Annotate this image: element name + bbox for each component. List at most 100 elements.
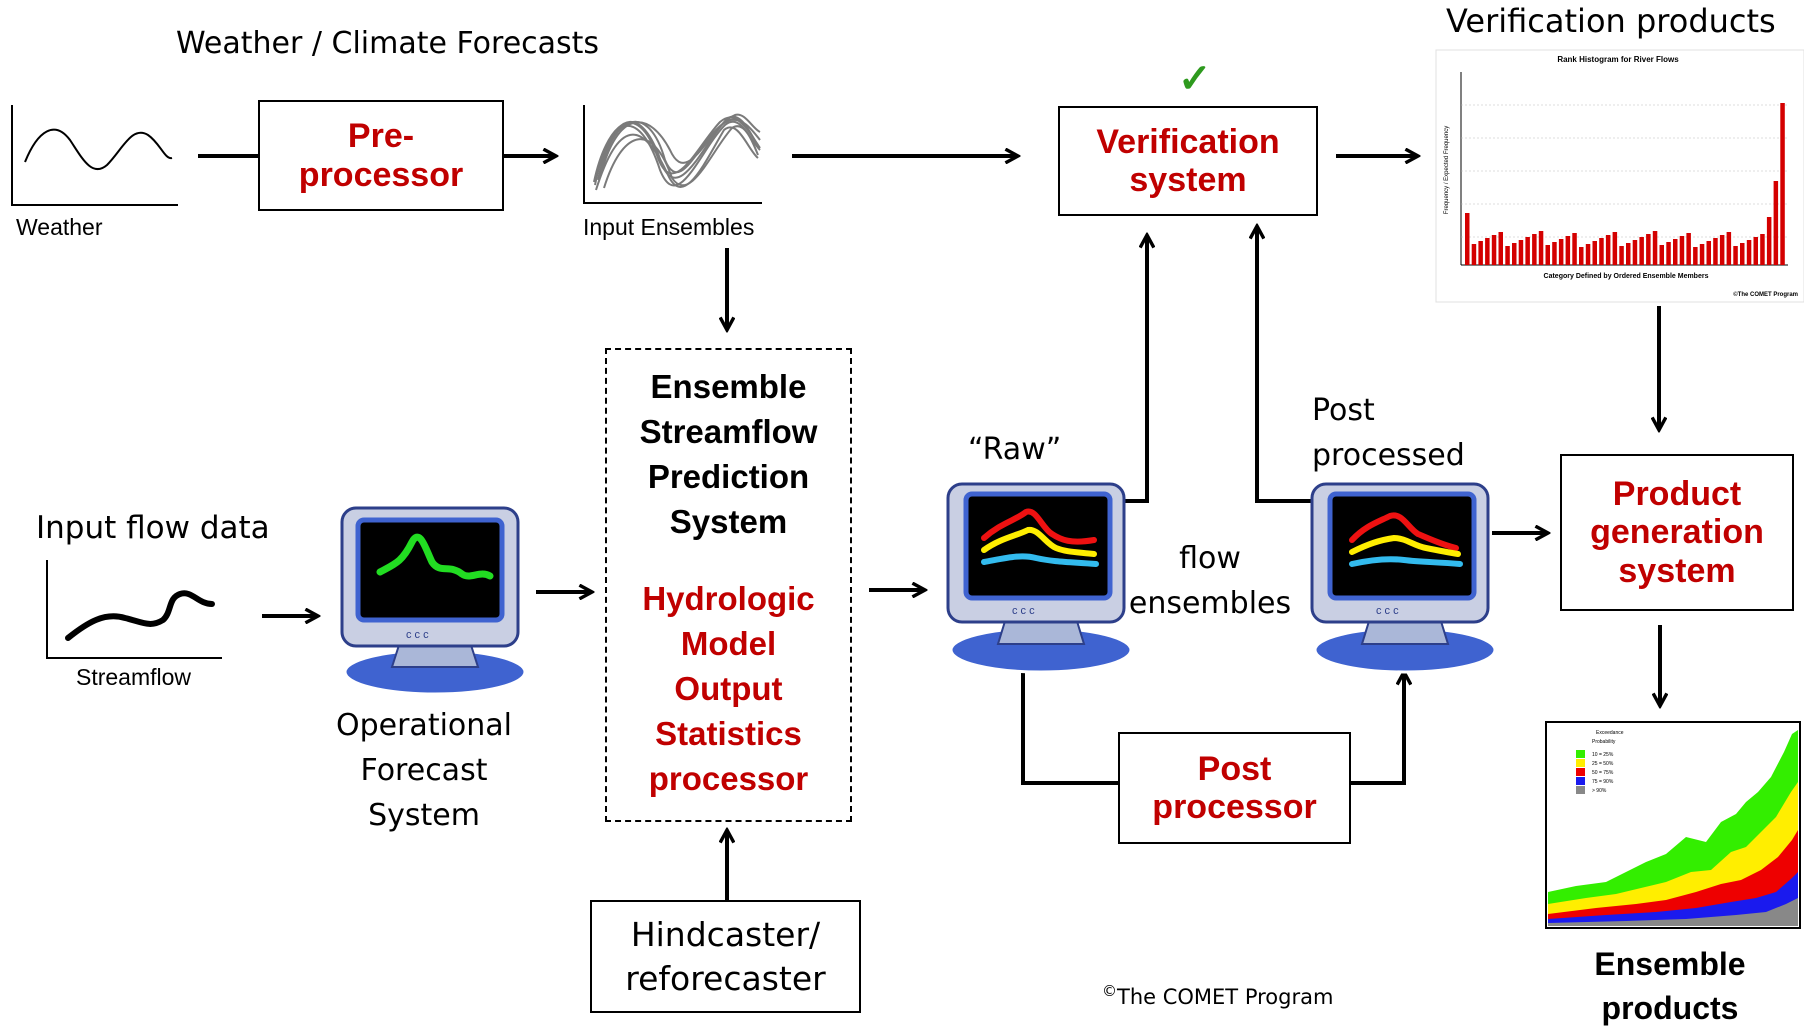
copyright-symbol: © <box>1102 982 1117 1000</box>
raw-monitor-icon: c c c <box>946 482 1133 674</box>
rank-histogram-thumbnail: Rank Histogram for River Flows Frequency… <box>1435 49 1804 303</box>
histogram-bar <box>1485 238 1490 265</box>
histogram-bar <box>1545 245 1550 265</box>
histogram-xlabel: Category Defined by Ordered Ensemble Mem… <box>1544 273 1709 280</box>
histogram-bar <box>1478 241 1483 265</box>
legend-swatch <box>1576 759 1585 767</box>
histogram-bar <box>1693 247 1698 265</box>
histogram-bar <box>1760 234 1765 265</box>
ensemble-legend: 10 = 25% 25 = 50% 50 = 75% 75 = 90% > 90% <box>1576 750 1614 794</box>
svg-text:c c c: c c c <box>406 629 429 641</box>
legend-label: 75 = 90% <box>1592 779 1614 785</box>
svg-text:c c c: c c c <box>1376 605 1399 617</box>
histogram-bar <box>1740 243 1745 265</box>
postprocessor-box: Post processor <box>1118 732 1351 844</box>
post-processed-label: Post processed <box>1312 393 1465 473</box>
histogram-bar <box>1565 236 1571 265</box>
flow-ensembles-label: flow ensembles <box>1128 541 1292 621</box>
histogram-bar <box>1733 246 1738 265</box>
weather-label: Weather <box>16 214 103 240</box>
histogram-bar <box>1713 238 1718 265</box>
arrow-raw-to-verification <box>1097 235 1147 503</box>
histogram-bar <box>1706 241 1711 265</box>
ensemble-legend-title-2: Probability <box>1592 739 1616 745</box>
histogram-bar <box>1512 243 1517 265</box>
histogram-bar <box>1659 245 1664 265</box>
copyright-notice: ©The COMET Program <box>1102 982 1333 1009</box>
hmos-processor-title: Hydrologic Model Output Statistics proce… <box>642 580 815 797</box>
histogram-bar <box>1666 242 1671 265</box>
legend-label: 25 = 50% <box>1592 761 1614 767</box>
esp-box: Ensemble Streamflow Prediction System Hy… <box>605 348 852 822</box>
esp-title: Ensemble Streamflow Prediction System <box>639 368 818 540</box>
product-generation-box: Product generation system <box>1560 454 1794 611</box>
post-processed-monitor-icon: c c c <box>1310 482 1497 674</box>
histogram-bar <box>1518 240 1524 265</box>
ensemble-legend-title-1: Exceedance <box>1596 730 1624 736</box>
histogram-ylabel: Frequency / Expected Frequency <box>1444 126 1450 214</box>
arrow-post-to-verification <box>1257 226 1320 503</box>
histogram-bar <box>1572 233 1577 265</box>
histogram-bar <box>1652 231 1658 265</box>
histogram-bar <box>1605 235 1611 265</box>
histogram-bar <box>1558 239 1564 265</box>
verification-system-box: Verification system <box>1058 106 1318 216</box>
ensemble-products-label: Ensemble products <box>1594 946 1746 1026</box>
histogram-bar <box>1699 244 1705 265</box>
histogram-bar <box>1505 246 1510 265</box>
histogram-bar <box>1599 238 1604 265</box>
histogram-bar <box>1471 244 1477 265</box>
check-icon: ✓ <box>1178 57 1212 101</box>
operational-forecast-label: Operational Forecast System <box>335 708 512 833</box>
arrow-postprocessor-to-post <box>1350 672 1404 785</box>
histogram-bar <box>1585 244 1591 265</box>
preprocessor-box: Pre- processor <box>258 100 504 211</box>
histogram-bar <box>1766 217 1772 265</box>
histogram-bar <box>1679 236 1685 265</box>
histogram-bar <box>1592 241 1597 265</box>
weather-sketch <box>11 105 178 206</box>
histogram-credit: ©The COMET Program <box>1733 291 1798 298</box>
input-flow-data-label: Input flow data <box>36 510 270 546</box>
histogram-bar <box>1612 232 1618 265</box>
legend-label: 10 = 25% <box>1592 752 1614 758</box>
operational-monitor-icon: c c c <box>340 506 527 696</box>
histogram-bar <box>1746 240 1752 265</box>
svg-text:c c c: c c c <box>1012 605 1035 617</box>
histogram-bar <box>1632 240 1638 265</box>
histogram-bar <box>1498 232 1503 265</box>
histogram-bar <box>1639 237 1644 265</box>
line-raw-to-postprocessor <box>1021 666 1118 785</box>
histogram-bar <box>1773 181 1779 265</box>
histogram-bar <box>1646 234 1651 265</box>
histogram-bar <box>1626 243 1631 265</box>
legend-swatch <box>1576 768 1585 776</box>
histogram-bar <box>1673 239 1678 265</box>
ensemble-products-thumbnail: Exceedance Probability 10 = 25% 25 = 50% 5… <box>1545 721 1801 929</box>
verification-products-title: Verification products <box>1446 2 1776 40</box>
legend-swatch <box>1576 777 1585 785</box>
legend-swatch <box>1576 786 1585 794</box>
histogram-bar <box>1753 237 1758 265</box>
hindcaster-box: Hindcaster/ reforecaster <box>590 900 861 1013</box>
streamflow-sketch <box>46 560 222 659</box>
histogram-bar <box>1538 231 1544 265</box>
raw-label: “Raw” <box>968 432 1062 467</box>
histogram-bar <box>1532 234 1537 265</box>
histogram-bar <box>1525 237 1530 265</box>
histogram-title: Rank Histogram for River Flows <box>1557 55 1679 64</box>
input-ensembles-label: Input Ensembles <box>583 214 755 240</box>
histogram-bar <box>1491 235 1497 265</box>
histogram-bar <box>1726 232 1732 265</box>
legend-swatch <box>1576 750 1585 758</box>
histogram-bar <box>1686 233 1691 265</box>
histogram-bars <box>1465 103 1785 265</box>
legend-label: 50 = 75% <box>1592 770 1614 776</box>
legend-label: > 90% <box>1592 788 1607 794</box>
copyright-text: The COMET Program <box>1117 985 1334 1009</box>
histogram-bar <box>1552 242 1557 265</box>
weather-climate-title: Weather / Climate Forecasts <box>176 26 600 61</box>
histogram-bar <box>1719 235 1725 265</box>
histogram-bar <box>1465 213 1470 265</box>
